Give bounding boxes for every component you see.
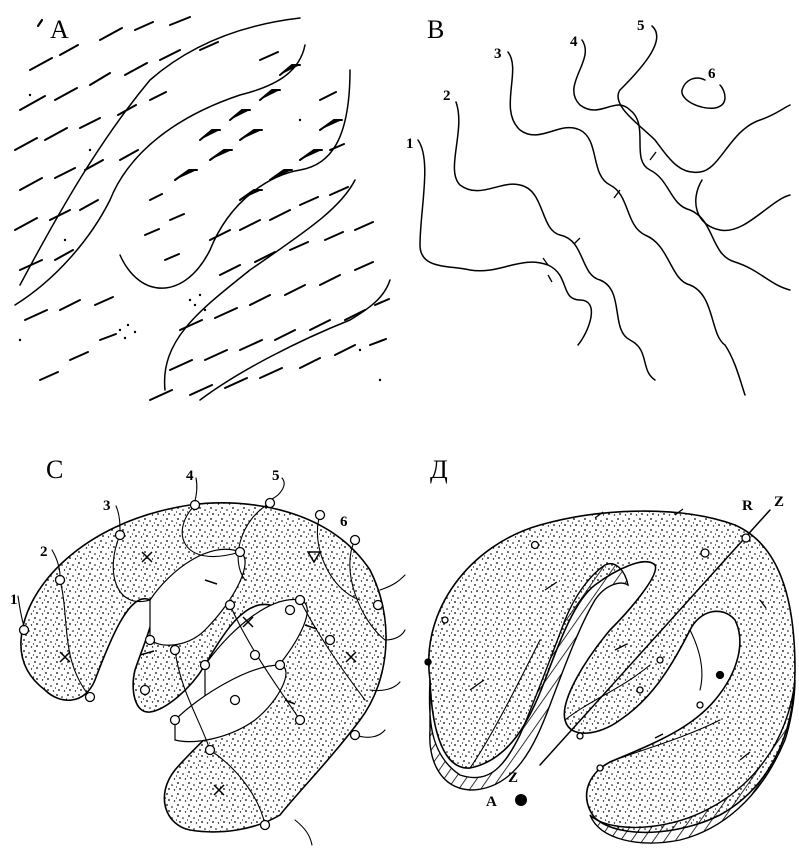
contour-label-6: 6 xyxy=(708,66,716,82)
domain-label-1: 1 xyxy=(10,592,18,608)
panel-a-letter: А xyxy=(50,15,69,44)
contour-line-2 xyxy=(454,102,655,380)
label-z-top: Z xyxy=(774,494,784,510)
panel-c: С xyxy=(10,455,405,845)
contour-label-4: 4 xyxy=(570,34,578,50)
domain-label-6: 6 xyxy=(340,514,348,530)
contour-line-6 xyxy=(682,78,725,108)
contour-line-3 xyxy=(508,52,745,395)
panel-d: Д A R xyxy=(425,455,795,843)
contour-line-5 xyxy=(618,26,790,172)
domain-label-2: 2 xyxy=(40,544,48,560)
contour-line-1 xyxy=(418,140,591,345)
point-a-label: A xyxy=(486,794,497,810)
panel-a-grain-dots xyxy=(19,94,381,381)
panel-b: В 1 2 3 4 5 6 xyxy=(406,15,790,395)
point-a: A xyxy=(486,794,527,810)
panel-a: А xyxy=(15,15,390,400)
panel-d-letter: Д xyxy=(430,455,448,484)
fold-outline-inner-3 xyxy=(165,180,355,390)
contour-line-7 xyxy=(696,180,790,230)
contour-label-5: 5 xyxy=(637,18,645,34)
contour-label-3: 3 xyxy=(494,46,502,62)
panel-a-corner-mark xyxy=(38,20,42,26)
fold-outline-inner-1 xyxy=(15,45,305,305)
domain-label-4: 4 xyxy=(186,468,194,484)
label-z-bottom: Z xyxy=(508,770,518,786)
domain-label-3: 3 xyxy=(103,498,111,514)
panel-c-letter: С xyxy=(46,455,63,484)
fold-outline-lower xyxy=(200,280,390,400)
panel-b-letter: В xyxy=(427,15,444,44)
fold-outline-inner-2 xyxy=(120,70,350,288)
contour-label-2: 2 xyxy=(443,88,451,104)
domain-label-5: 5 xyxy=(272,468,280,484)
contour-label-1: 1 xyxy=(406,136,414,152)
contour-line-4 xyxy=(574,40,790,290)
fold-outline-outer xyxy=(20,18,300,285)
label-r: R xyxy=(742,498,753,514)
point-a-marker xyxy=(515,794,527,806)
